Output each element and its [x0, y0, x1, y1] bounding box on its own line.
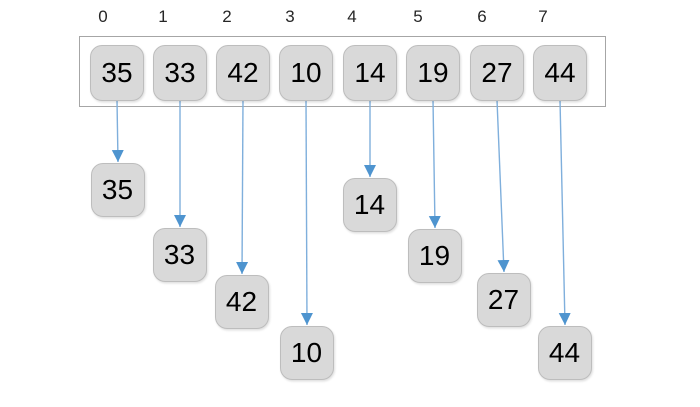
array-cell-2: 42 — [216, 45, 270, 101]
index-label-0: 0 — [98, 7, 108, 26]
split-arrow-7 — [558, 99, 571, 326]
index-label-1: 1 — [158, 7, 168, 26]
array-cell-3: 10 — [279, 45, 333, 101]
index-label-7: 7 — [538, 7, 548, 26]
index-label-2: 2 — [222, 7, 232, 26]
split-cell-4: 14 — [342, 178, 397, 232]
split-arrow-3 — [300, 99, 313, 326]
index-label-3: 3 — [285, 7, 295, 26]
split-cell-0: 35 — [90, 163, 145, 217]
index-label-5: 5 — [413, 7, 423, 26]
index-label-6: 6 — [477, 7, 487, 26]
array-cell-7: 44 — [533, 45, 587, 101]
split-arrow-0 — [111, 99, 124, 163]
split-arrow-6 — [496, 99, 510, 273]
array-cell-5: 19 — [406, 45, 460, 101]
split-cell-1: 33 — [152, 228, 207, 282]
split-cell-3: 10 — [279, 326, 334, 380]
array-cell-1: 33 — [153, 45, 207, 101]
split-cell-7: 44 — [537, 326, 592, 380]
split-arrow-2 — [236, 99, 249, 275]
index-label-4: 4 — [347, 7, 357, 26]
array-cell-0: 35 — [90, 45, 144, 101]
split-arrow-5 — [428, 99, 441, 229]
split-cell-6: 27 — [476, 273, 531, 327]
array-cell-6: 27 — [470, 45, 524, 101]
split-cell-5: 19 — [407, 229, 462, 283]
array-cell-4: 14 — [343, 45, 397, 101]
split-cell-2: 42 — [214, 275, 269, 329]
